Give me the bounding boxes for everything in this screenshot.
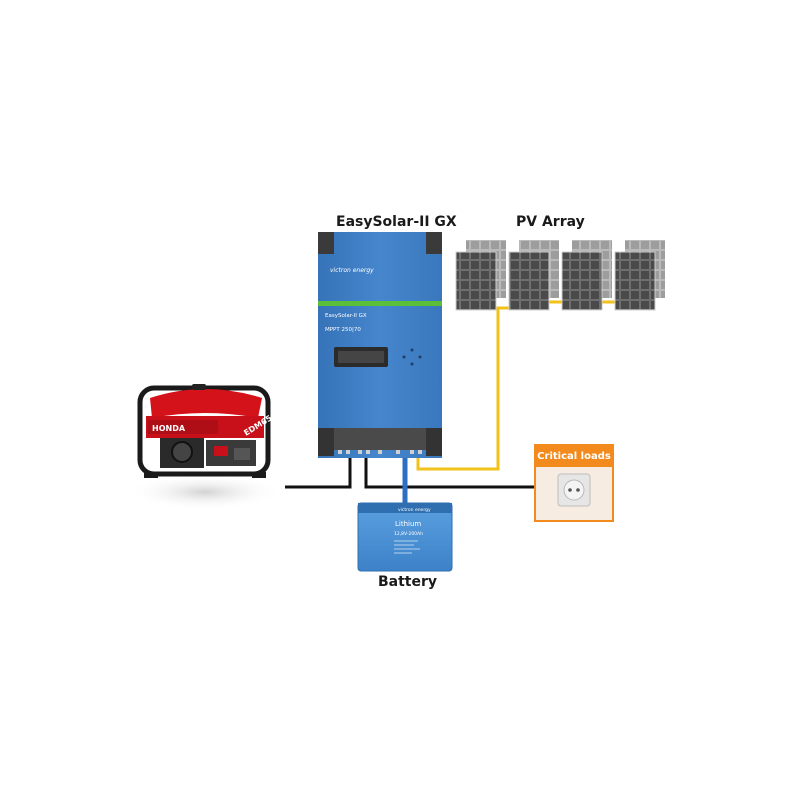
- battery-label-lines: [394, 540, 420, 554]
- pv-array-label: PV Array: [516, 214, 585, 230]
- inverter-mppt-text: MPPT 250|70: [325, 327, 361, 333]
- inverter-terminals: [338, 450, 422, 454]
- inverter-model-text: EasySolar-II GX: [325, 313, 367, 319]
- pv-panel-2: [508, 251, 550, 311]
- pv-panel-4: [614, 251, 656, 311]
- battery: victron energy Lithium 12,8V-200Ah: [357, 502, 453, 572]
- critical-loads-header: [535, 445, 613, 467]
- inverter-brand: victron energy: [330, 267, 374, 274]
- fuel-cap: [192, 384, 206, 390]
- generator: HONDA EDM6500: [127, 384, 283, 510]
- pv-panel-1: [455, 251, 497, 311]
- battery-brand: victron energy: [398, 507, 431, 513]
- inverter-bottom-panel: [318, 428, 442, 450]
- critical-loads: [534, 444, 614, 522]
- inverter-body: [318, 232, 442, 458]
- ac-output-cable: [364, 455, 535, 489]
- battery-spec: 12,8V-200Ah: [394, 531, 423, 537]
- pv-array: [455, 240, 665, 311]
- critical-loads-title: Critical loads: [537, 451, 611, 462]
- battery-body: [357, 502, 453, 572]
- generator-brand: HONDA: [152, 424, 186, 433]
- battery-label: Battery: [378, 574, 438, 590]
- inverter: victron energy EasySolar-II GX MPPT 250|…: [318, 232, 442, 458]
- generator-tank: [150, 389, 262, 418]
- inverter-keypad: [402, 348, 422, 366]
- generator-shadow: [127, 474, 283, 510]
- ac-input-cable: [285, 455, 352, 489]
- pv-panel-3: [561, 251, 603, 311]
- battery-title: Lithium: [395, 520, 421, 528]
- pv-cable: [416, 306, 512, 471]
- socket-icon: [563, 479, 585, 501]
- inverter-label: EasySolar-II GX: [336, 214, 457, 230]
- inverter-green-band: [318, 301, 442, 306]
